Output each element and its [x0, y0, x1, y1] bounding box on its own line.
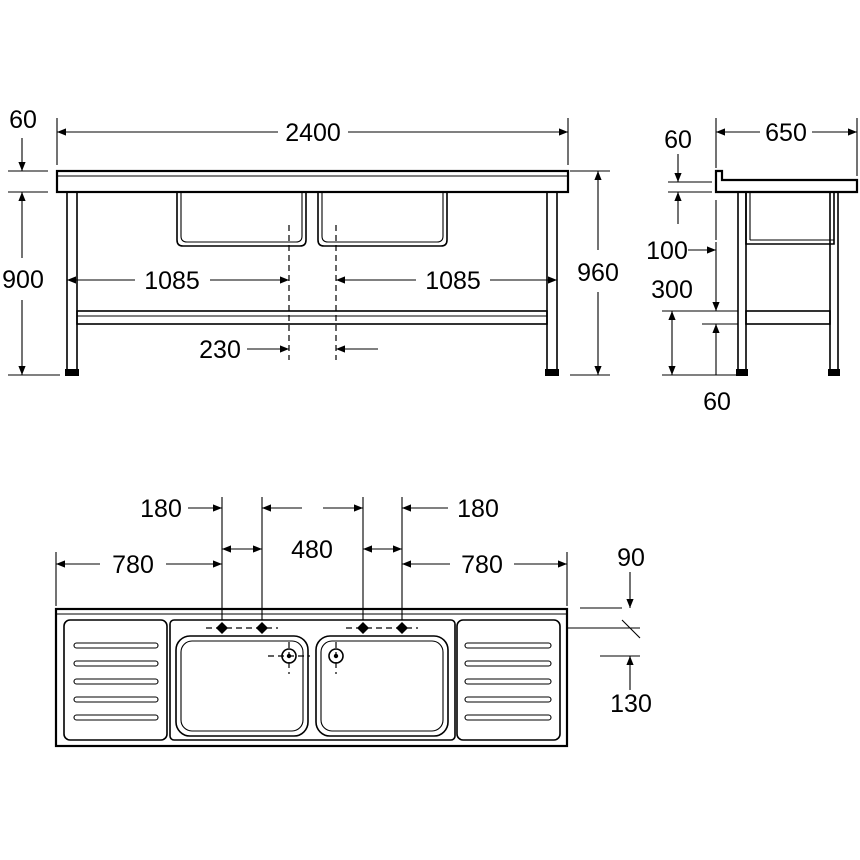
waste-outlets — [268, 642, 344, 674]
dim-side-depth: 650 — [765, 119, 807, 147]
dim-tap-right-offset: 180 — [457, 495, 499, 523]
bowl-right — [315, 635, 449, 737]
side-leg-front — [737, 191, 747, 371]
front-view: 2400 60 900 960 1085 1085 230 — [2, 106, 619, 376]
drainer-left — [63, 619, 168, 741]
dim-total-height: 960 — [577, 259, 619, 287]
drainer-right-grooves — [464, 642, 552, 721]
tap-holes — [206, 622, 418, 634]
front-leg-left — [66, 191, 78, 371]
drainer-left-grooves — [73, 642, 159, 721]
dim-overall-length: 2400 — [285, 119, 341, 147]
front-bowl-left — [176, 192, 307, 247]
front-shelf-rail — [76, 310, 548, 325]
bowl-left — [169, 619, 456, 741]
side-bowl — [745, 192, 835, 245]
side-shelf-rail — [745, 310, 831, 325]
front-worktop — [55, 169, 570, 194]
dim-bowl-gap: 230 — [199, 336, 241, 364]
dim-top-thickness-front: 60 — [9, 106, 37, 134]
dim-tap-from-back: 90 — [617, 544, 645, 572]
dim-bowl-right-offset: 1085 — [425, 267, 481, 295]
dim-tap-left-offset: 180 — [140, 495, 182, 523]
side-worktop — [714, 169, 859, 194]
dim-right-drainer: 780 — [461, 551, 503, 579]
dim-tap-spacing: 480 — [291, 536, 333, 564]
dim-waste-from-back: 130 — [610, 690, 652, 718]
dim-leg-height: 900 — [2, 266, 44, 294]
dim-bowl-left-offset: 1085 — [144, 267, 200, 295]
dim-side-top-thickness: 60 — [664, 126, 692, 154]
dim-side-shelf-height: 300 — [651, 276, 693, 304]
front-bowl-right — [317, 192, 448, 247]
top-outline — [54, 607, 569, 748]
top-view: 180 180 480 780 780 90 130 — [54, 495, 652, 748]
drainer-right — [456, 619, 561, 741]
dim-side-foot-height: 60 — [703, 388, 731, 416]
dim-side-upstand: 100 — [646, 237, 688, 265]
side-view: 650 60 100 300 60 — [646, 118, 859, 416]
dim-left-drainer: 780 — [112, 551, 154, 579]
front-leg-right — [546, 191, 558, 371]
